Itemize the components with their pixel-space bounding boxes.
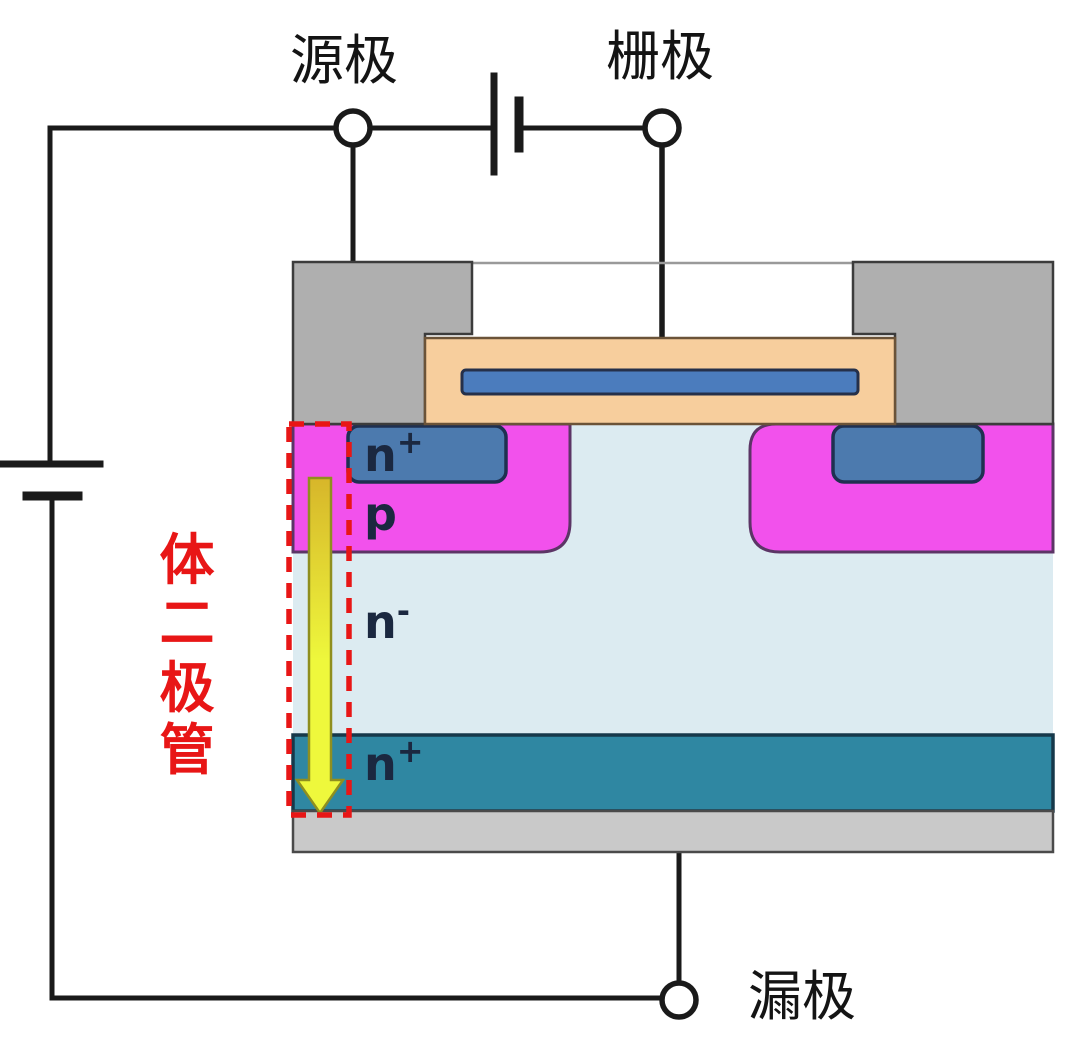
body-diode-current-arrow xyxy=(294,476,346,816)
region-labels: n+ p n- n+ xyxy=(364,423,424,791)
gate-electrode xyxy=(460,368,860,396)
body-diode-label-char-3: 极 xyxy=(159,656,214,720)
device-structure xyxy=(291,260,1055,854)
external-circuit-wiring xyxy=(0,72,699,1020)
gate-terminal-circle xyxy=(642,108,682,148)
body-diode-label-char-2: 二 xyxy=(159,591,214,655)
body-diode-dashed-box xyxy=(286,421,352,818)
n-plus-substrate-label: n+ xyxy=(364,732,424,791)
source-to-left-battery-wire xyxy=(47,125,337,464)
drain-terminal-circle xyxy=(659,980,699,1020)
source-terminal-circle xyxy=(333,108,373,148)
drain-metal-layer xyxy=(291,809,1055,854)
body-diode-annotation: 体 二 极 管 xyxy=(159,421,352,818)
body-diode-label-char-4: 管 xyxy=(159,718,214,782)
left-battery-to-drain-wire xyxy=(49,495,664,1001)
n-plus-substrate-layer xyxy=(291,733,1055,813)
source-terminal-label: 源极 xyxy=(290,29,398,92)
drain-terminal-label: 漏极 xyxy=(748,965,856,1028)
n-plus-source-label: n+ xyxy=(364,423,424,482)
n-minus-drift-label: n- xyxy=(364,592,410,649)
gate-terminal-label: 栅极 xyxy=(606,25,714,88)
p-body-label: p xyxy=(364,487,397,541)
n-plus-source-right xyxy=(831,424,985,484)
terminal-labels: 源极 栅极 漏极 xyxy=(290,25,856,1028)
body-diode-label-char-1: 体 xyxy=(159,528,214,592)
